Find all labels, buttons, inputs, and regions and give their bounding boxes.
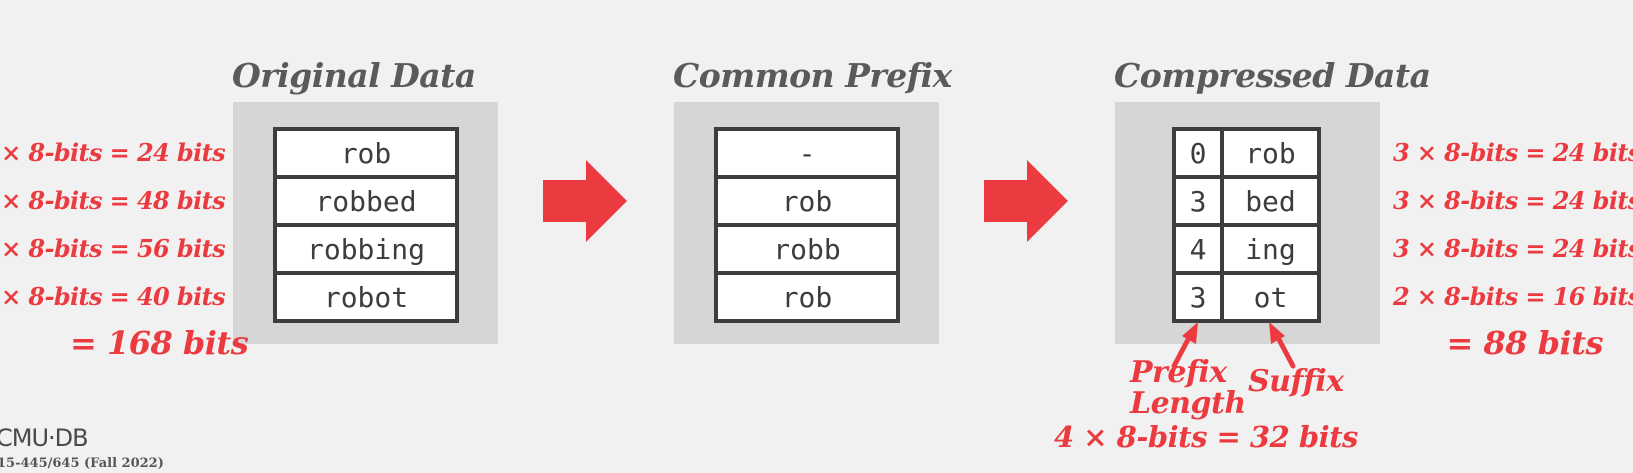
suffix-pointer-arrow-icon [1269,322,1296,369]
prefix-pointer-arrow-icon [1171,322,1198,369]
left-calc-line: 5 × 8-bits = 40 bits [0,282,226,311]
left-total: = 168 bits [70,324,249,362]
right-calc-line: 3 × 8-bits = 24 bits [1393,138,1633,167]
right-total: = 88 bits [1446,324,1604,362]
prefix-cell-empty: - [714,127,900,179]
common-prefix-title: Common Prefix [673,56,952,95]
original-data-panel: rob robbed robbing robot [233,102,498,344]
suffix-label: Suffix [1248,364,1344,399]
original-cell-robbed: robbed [273,175,459,227]
course-label: 15-445/645 (Fall 2022) [0,456,164,471]
original-cell-robot: robot [273,271,459,323]
left-calc-line: 6 × 8-bits = 48 bits [0,186,226,215]
right-calc-line: 3 × 8-bits = 24 bits [1393,186,1633,215]
common-prefix-panel: - rob robb rob [674,102,939,344]
suffix-cell: rob [1220,127,1321,179]
right-calc-line: 2 × 8-bits = 16 bits [1393,282,1633,311]
right-arrow-icon [984,160,1068,242]
prefix-length-cell: 4 [1172,223,1224,275]
prefix-cell-rob: rob [714,175,900,227]
left-calc-line: 7 × 8-bits = 56 bits [0,234,226,263]
length-label: Length [1130,386,1246,421]
prefix-bits-calc: 4 × 8-bits = 32 bits [1054,420,1358,454]
prefix-length-cell: 3 [1172,271,1224,323]
original-data-title: Original Data [232,56,476,95]
original-cell-rob: rob [273,127,459,179]
compressed-data-panel: 0 rob 3 bed 4 ing 3 ot [1115,102,1380,344]
suffix-cell: ing [1220,223,1321,275]
prefix-cell-robb: robb [714,223,900,275]
right-calc-line: 3 × 8-bits = 24 bits [1393,234,1633,263]
prefix-cell-rob-2: rob [714,271,900,323]
prefix-length-cell: 3 [1172,175,1224,227]
right-arrow-icon [543,160,627,242]
cmu-db-logo: CMU·DB [0,424,89,452]
compressed-data-title: Compressed Data [1114,56,1431,95]
original-cell-robbing: robbing [273,223,459,275]
prefix-length-cell: 0 [1172,127,1224,179]
left-calc-line: 3 × 8-bits = 24 bits [0,138,226,167]
suffix-cell: bed [1220,175,1321,227]
prefix-label: Prefix [1130,355,1227,390]
suffix-cell: ot [1220,271,1321,323]
